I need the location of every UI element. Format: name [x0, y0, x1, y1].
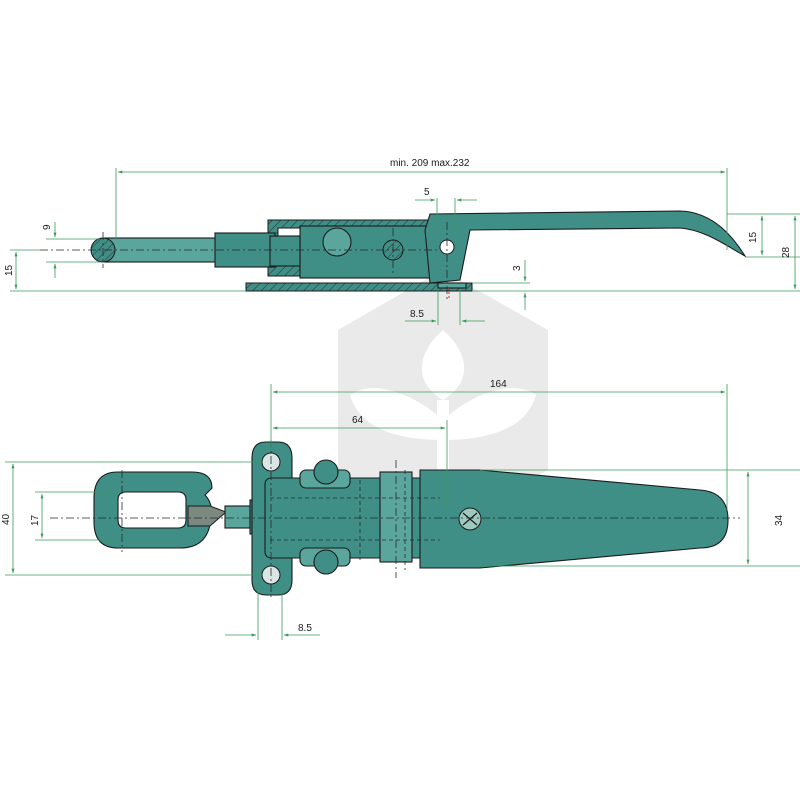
base-plate — [245, 282, 473, 292]
eye-height-label: 17 — [30, 514, 41, 526]
pin-height-label: 15 — [4, 264, 15, 276]
overall-length-label: min. 209 max.232 — [390, 158, 470, 169]
base-step-label: 3 — [512, 265, 523, 271]
total-height-label: 28 — [781, 246, 792, 258]
pivot-distance-label: 64 — [352, 415, 364, 426]
handle-length-label: 164 — [490, 379, 507, 390]
hole-offset-side-label: 8.5 — [410, 309, 424, 320]
side-dimensions: min. 209 max.232 9 15 5 15 28 3 8.5 — [4, 158, 800, 325]
pin-diameter-label: 9 — [42, 224, 53, 230]
hole-offset-plan-label: 8.5 — [298, 623, 312, 634]
gap-label: 5 — [424, 187, 430, 198]
eye-shackle — [93, 471, 213, 549]
handle-lever — [424, 210, 747, 284]
handle-rise-label: 15 — [748, 231, 759, 243]
housing-body — [299, 225, 431, 279]
plate-height-label: 40 — [1, 513, 12, 525]
thread-end — [187, 505, 227, 527]
plan-handle — [419, 469, 729, 569]
handle-width-label: 34 — [774, 514, 785, 526]
plan-view — [50, 440, 740, 600]
side-view — [40, 210, 747, 300]
plan-dimensions: 164 64 40 17 34 8.5 — [1, 379, 800, 640]
